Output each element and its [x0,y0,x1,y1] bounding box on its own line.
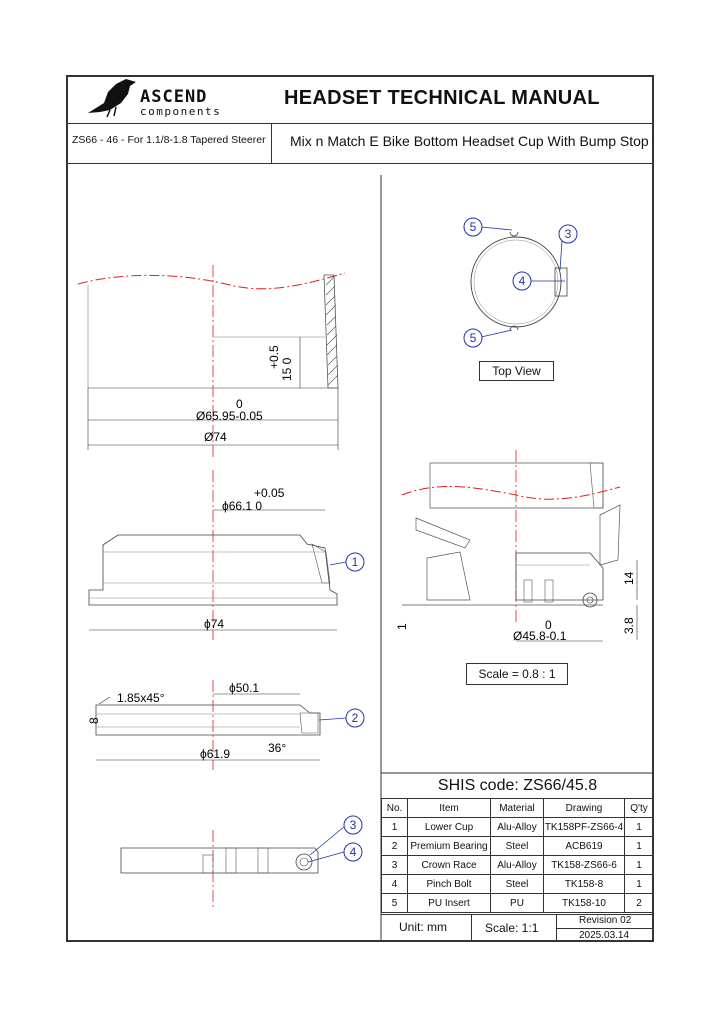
balloon-3-top-label: 3 [565,227,572,241]
race-height: 8 [87,717,101,724]
race-angle: 36° [268,741,286,755]
brand-name: ASCEND [140,87,208,107]
cell-material: Alu-Alloy [490,817,544,837]
subheader-divider [66,163,654,164]
crown-race-view [95,680,321,770]
cell-item: Pinch Bolt [407,874,491,894]
bore-tolerance: 0 [236,397,243,411]
brand-logo: ASCEND components [140,88,221,118]
outer-diameter: Ø74 [204,430,227,444]
pinch-bolt-side-view [120,830,319,910]
cell-item: Lower Cup [407,817,491,837]
height-tolerance-upper: +0.5 [267,345,281,369]
cell-no: 4 [381,874,408,894]
cell-item: Premium Bearing [407,836,491,856]
table-row: 5 PU Insert PU TK158-10 2 [381,893,654,913]
revision-date: 2025.03.14 [579,930,630,941]
table-row: 1 Lower Cup Alu-Alloy TK158PF-ZS66-4 1 [381,817,654,837]
cell-qty: 1 [624,817,654,837]
bore-diameter: Ø65.95-0.05 [196,409,263,423]
balloon-3-side-label: 3 [350,818,357,832]
page-title: HEADSET TECHNICAL MANUAL [284,87,600,109]
header-no: No. [381,798,408,818]
cell-no: 1 [381,817,408,837]
cell-qty: 1 [624,874,654,894]
cell-no: 3 [381,855,408,875]
balloon-4-top-label: 4 [519,274,526,288]
race-outer-diameter: ϕ61.9 [200,747,230,761]
cell-material: Steel [490,874,544,894]
scale-label: Scale = 0.8 : 1 [466,663,568,685]
raven-logo-icon [88,79,136,118]
cell-drawing: ACB619 [543,836,625,856]
header-drawing: Drawing [543,798,625,818]
balloon-4-side-label: 4 [350,845,357,859]
header-item: Item [407,798,491,818]
footer-revision-line [556,928,654,929]
cell-qty: 2 [624,893,654,913]
balloon-4-top [512,271,532,291]
scale-value: Scale: 1:1 [485,921,539,935]
assembly-height: 14 [622,571,636,585]
cup-outer-diameter: ϕ74 [204,617,224,631]
balloon-5-bottom-label: 5 [470,331,477,345]
cell-material: Steel [490,836,544,856]
balloon-5-top [463,217,483,237]
cell-material: Alu-Alloy [490,855,544,875]
assembly-section-view [401,450,638,642]
lower-cup-view [88,470,338,640]
balloon-1 [345,552,365,572]
parts-table: No. Item Material Drawing Q'ty 1 Lower C… [381,798,654,913]
unit-label: Unit: mm [399,920,447,934]
header-divider [66,123,654,124]
header-qty: Q'ty [624,798,654,818]
chamfer-dimension: 1.85x45° [117,691,165,705]
balloon-3-side [343,815,363,835]
balloon-2-label: 2 [352,711,359,725]
shis-code: SHIS code: ZS66/45.8 [437,777,598,794]
footer-split-1 [471,914,472,942]
brand-sub: components [140,105,222,118]
frame-section-view [77,265,346,460]
balloon-3-top [558,224,578,244]
cell-drawing: TK158PF-ZS66-4 [543,817,625,837]
cell-qty: 1 [624,836,654,856]
cell-drawing: TK158-10 [543,893,625,913]
balloon-5-top-label: 5 [470,220,477,234]
model-spec: ZS66 - 46 - For 1.1/8-1.8 Tapered Steere… [72,134,266,146]
top-view-label: Top View [479,361,554,381]
assembly-diameter: Ø45.8-0.1 [513,629,567,643]
cell-item: Crown Race [407,855,491,875]
assembly-tolerance: 0 [545,618,552,632]
cup-tolerance: +0.05 [254,486,285,500]
table-row: 4 Pinch Bolt Steel TK158-8 1 [381,874,654,894]
cell-drawing: TK158-8 [543,874,625,894]
race-inner-diameter: ϕ50.1 [229,681,259,695]
footer-top-line [381,914,654,915]
subheader-split [271,123,272,163]
table-header-row: No. Item Material Drawing Q'ty [381,798,654,818]
revision-label: Revision 02 [579,915,632,926]
balloon-5-bottom [463,328,483,348]
balloon-2 [345,708,365,728]
header-material: Material [490,798,544,818]
balloon-4-side [343,842,363,862]
cup-bore-diameter: ϕ66.1 0 [222,499,262,513]
height-tolerance-lower: 15 0 [280,357,294,381]
cell-no: 5 [381,893,408,913]
balloon-1-label: 1 [352,555,359,569]
drawing-frame [66,75,654,942]
product-description: Mix n Match E Bike Bottom Headset Cup Wi… [290,133,649,149]
cell-item: PU Insert [407,893,491,913]
table-row: 2 Premium Bearing Steel ACB619 1 [381,836,654,856]
assembly-gap: 1 [395,623,409,630]
top-view [470,231,568,331]
assembly-offset: 3.8 [622,617,636,634]
cell-no: 2 [381,836,408,856]
table-row: 3 Crown Race Alu-Alloy TK158-ZS66-6 1 [381,855,654,875]
cell-material: PU [490,893,544,913]
cell-drawing: TK158-ZS66-6 [543,855,625,875]
cell-qty: 1 [624,855,654,875]
